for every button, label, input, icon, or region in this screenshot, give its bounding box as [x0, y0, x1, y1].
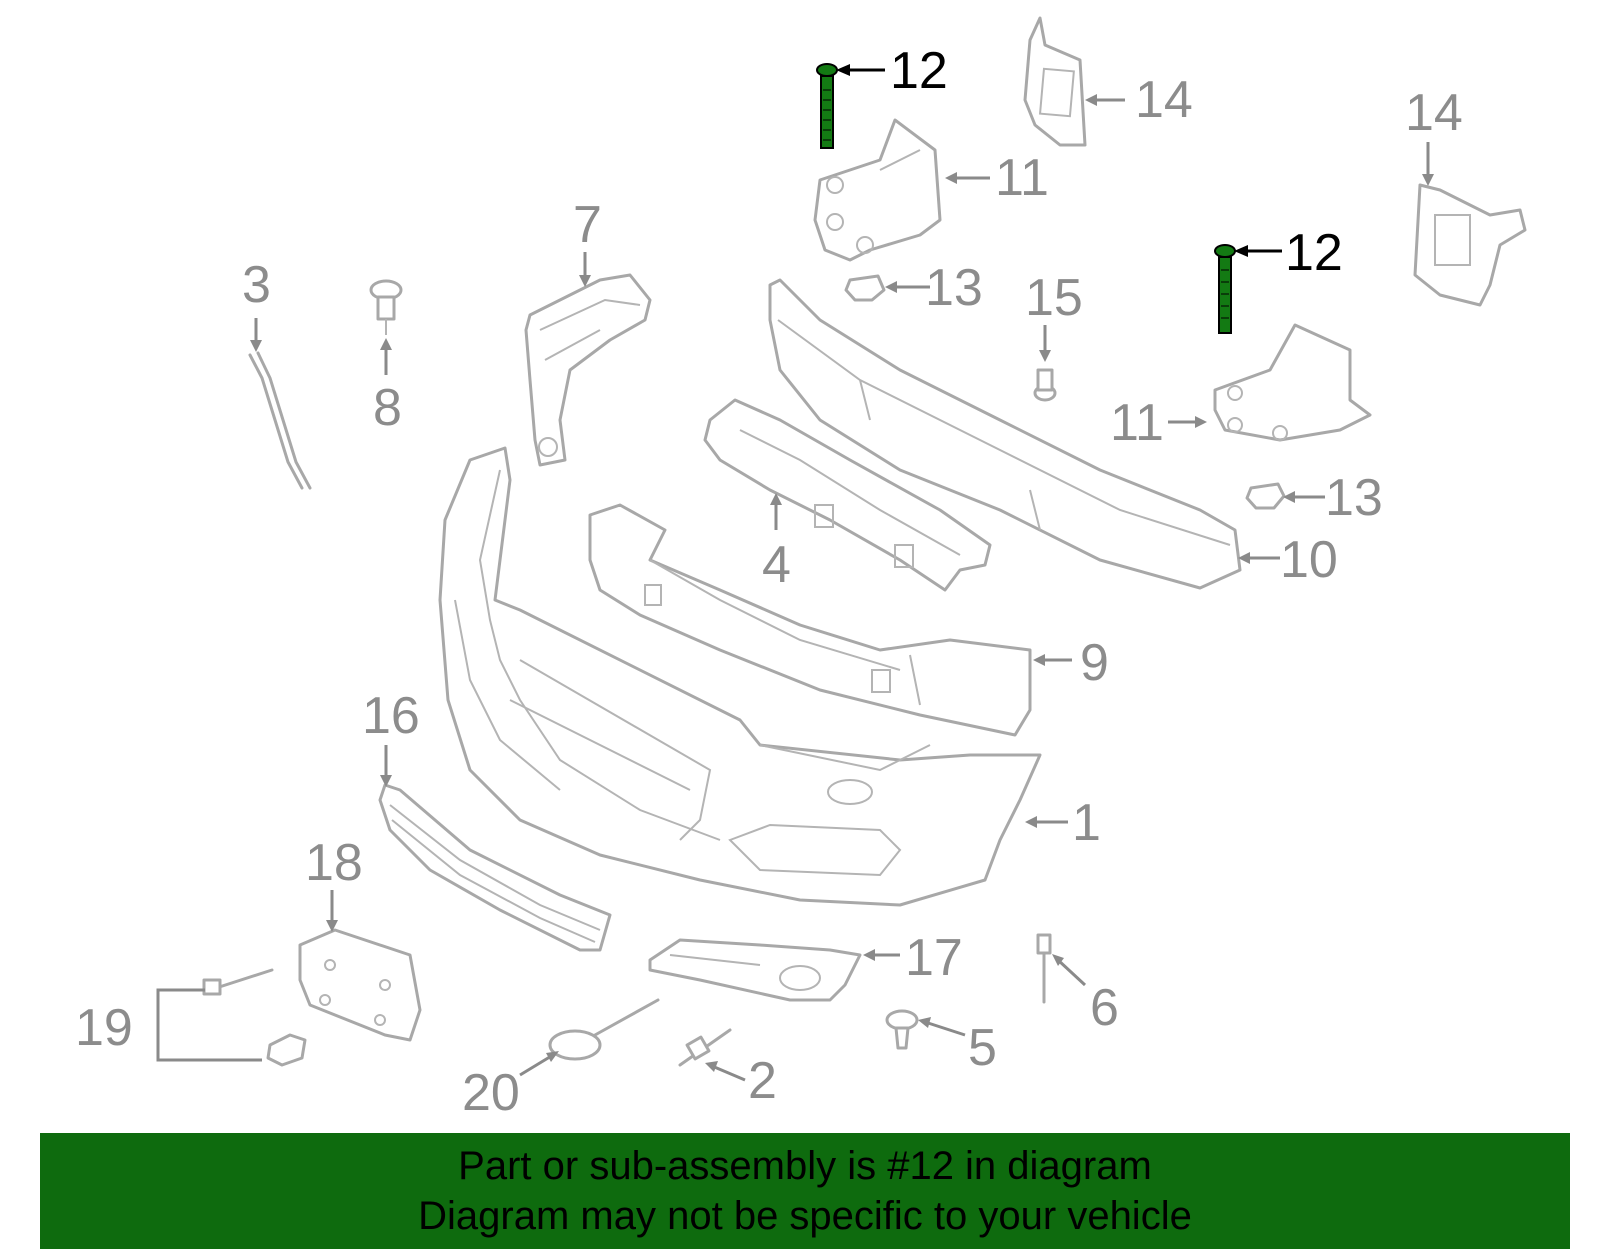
- part-19-fasteners[interactable]: [156, 968, 307, 1067]
- label-9: 9: [1080, 634, 1109, 692]
- part-3-strip[interactable]: [248, 351, 312, 490]
- label-16: 16: [362, 687, 420, 745]
- part-15-bolt[interactable]: [1033, 368, 1057, 402]
- label-4: 4: [762, 536, 791, 594]
- part-18-license-bracket[interactable]: [298, 928, 422, 1042]
- callout-labels: 12 12 14 14 11 11 13 13 15 7 3 8 10 4 9 …: [75, 42, 1463, 1122]
- label-13-lower: 13: [1325, 469, 1383, 527]
- label-17: 17: [905, 929, 963, 987]
- part-16-grille[interactable]: [378, 783, 612, 952]
- part-8-screw[interactable]: [369, 279, 403, 335]
- label-14-lower: 14: [1405, 84, 1463, 142]
- part-11-bracket-lower[interactable]: [1213, 323, 1372, 442]
- info-banner: Part or sub-assembly is #12 in diagram D…: [40, 1133, 1570, 1249]
- label-12-upper: 12: [890, 42, 948, 100]
- part-6-stud[interactable]: [1036, 933, 1052, 1004]
- part-13-nut-upper[interactable]: [844, 274, 886, 302]
- label-11-lower: 11: [1110, 394, 1164, 452]
- label-20: 20: [462, 1064, 520, 1122]
- part-12-bolt-upper[interactable]: [816, 63, 838, 149]
- part-14-plate-lower[interactable]: [1413, 183, 1527, 307]
- label-10: 10: [1280, 531, 1338, 589]
- part-9-absorber[interactable]: [588, 503, 1032, 737]
- part-13-nut-lower[interactable]: [1245, 482, 1286, 510]
- part-17-fog-cover[interactable]: [648, 938, 862, 1002]
- part-10-reinforcement[interactable]: [768, 278, 1242, 590]
- label-15: 15: [1025, 269, 1083, 327]
- label-6: 6: [1090, 979, 1119, 1037]
- part-12-bolt-lower[interactable]: [1214, 244, 1236, 334]
- label-12-lower: 12: [1285, 224, 1343, 282]
- banner-line-1: Part or sub-assembly is #12 in diagram: [458, 1144, 1152, 1188]
- parts-diagram: 12 12 14 14 11 11 13 13 15 7 3 8 10 4 9 …: [75, 16, 1527, 1122]
- label-7: 7: [573, 196, 602, 254]
- label-13-upper: 13: [925, 259, 983, 317]
- label-5: 5: [968, 1019, 997, 1077]
- banner-line-2: Diagram may not be specific to your vehi…: [418, 1194, 1192, 1238]
- part-1-bumper-cover[interactable]: [438, 446, 1042, 907]
- label-8: 8: [373, 379, 402, 437]
- label-3: 3: [242, 256, 271, 314]
- part-5-clip[interactable]: [885, 1009, 919, 1050]
- part-14-plate-upper[interactable]: [1023, 16, 1087, 147]
- part-4-absorber[interactable]: [703, 398, 992, 592]
- label-1: 1: [1072, 794, 1101, 852]
- label-11-upper: 11: [995, 149, 1049, 207]
- label-14-upper: 14: [1135, 71, 1193, 129]
- leader-lines: [250, 64, 1434, 1082]
- label-19: 19: [75, 999, 133, 1057]
- part-2-bolt[interactable]: [678, 1028, 732, 1067]
- label-2: 2: [748, 1052, 777, 1110]
- label-18: 18: [305, 834, 363, 892]
- part-11-bracket-upper[interactable]: [813, 118, 942, 262]
- part-20-tow-eye[interactable]: [548, 998, 660, 1061]
- part-7-bracket[interactable]: [524, 273, 652, 467]
